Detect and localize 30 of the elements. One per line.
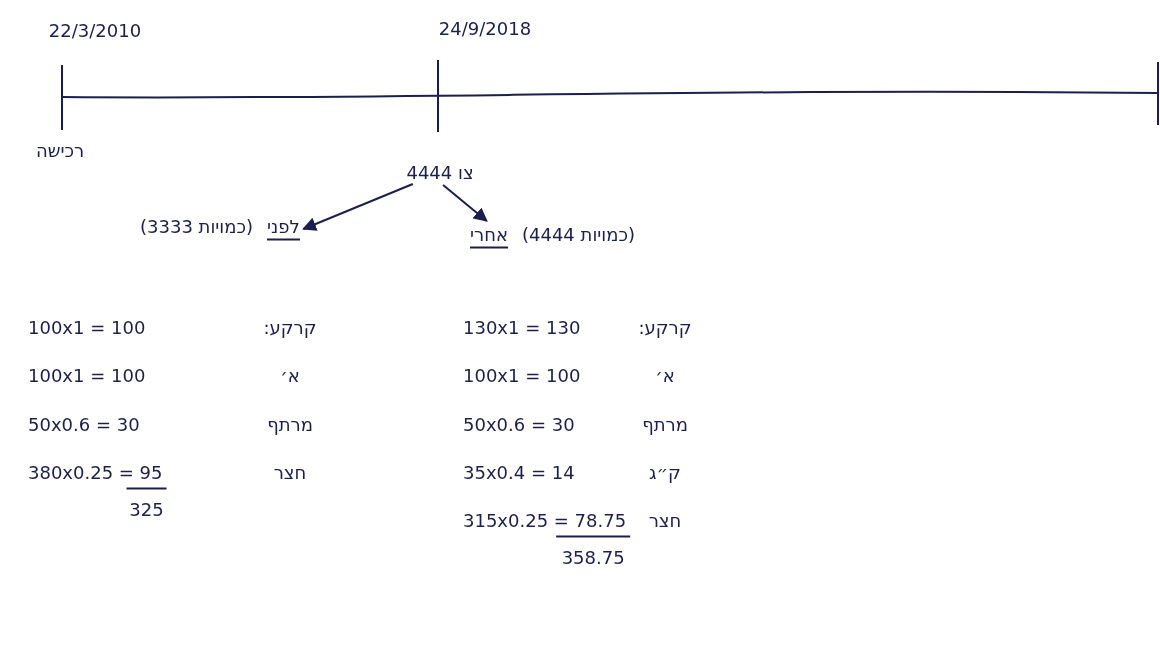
- category-label: חצר: [648, 509, 682, 531]
- category-label: א׳: [655, 364, 675, 386]
- calculation-text: 50x0.6 = 30: [463, 413, 575, 435]
- total-value: 358.75: [561, 546, 625, 567]
- calculation-text: 315x0.25 = 78.75: [463, 509, 627, 531]
- arrow: [302, 183, 414, 231]
- category-label: ק״ג: [649, 461, 681, 483]
- category-label: קרקע:: [638, 316, 692, 338]
- calculation-text: 100x1 = 100: [463, 364, 581, 386]
- category-label: קרקע:: [263, 316, 317, 338]
- note-label: (כמויות 3333): [140, 215, 253, 237]
- calculation-text: 100x1 = 100: [28, 364, 146, 386]
- event-label: צו 4444: [406, 161, 474, 183]
- calculation-text: 35x0.4 = 14: [463, 461, 575, 483]
- calculation-text: 100x1 = 100: [28, 316, 146, 338]
- date-label: 24/9/2018: [438, 17, 532, 39]
- arrow: [442, 184, 488, 222]
- category-label: א׳: [280, 364, 300, 386]
- category-label: מרתף: [642, 413, 688, 435]
- heading-label: לפני: [267, 215, 300, 241]
- total-value: 325: [129, 498, 164, 519]
- category-label: מרתף: [267, 413, 313, 435]
- category-label: חצר: [273, 461, 307, 483]
- heading-label: אחרי: [470, 223, 508, 249]
- date-label: 22/3/2010: [48, 19, 142, 41]
- calculation-text: 130x1 = 130: [463, 316, 581, 338]
- note-label: (כמויות 4444): [522, 223, 635, 245]
- calculation-text: 50x0.6 = 30: [28, 413, 140, 435]
- calculation-text: 380x0.25 = 95: [28, 461, 163, 483]
- event-label: רכישה: [35, 139, 85, 161]
